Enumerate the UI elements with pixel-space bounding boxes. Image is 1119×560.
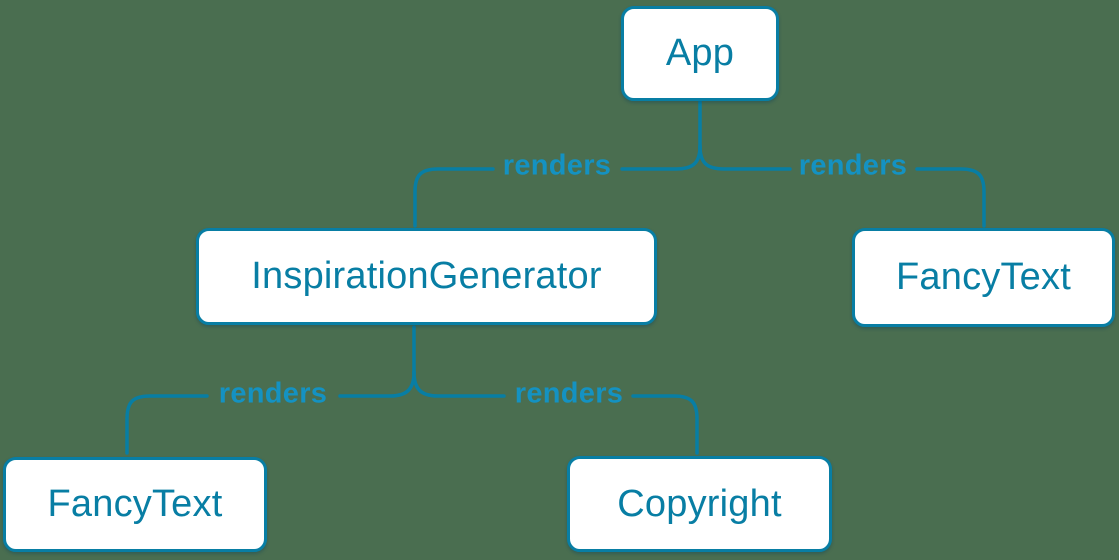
edge-label-app-fancytext: renders [798,149,908,182]
edge-inspiration-fancytext-a [338,370,416,398]
edge-app-inspiration-a [620,144,702,171]
node-inspiration-generator-label: InspirationGenerator [251,255,602,297]
edge-app-inspiration-b [413,167,495,228]
edge-label-app-inspiration: renders [502,149,612,182]
node-copyright-label: Copyright [617,482,782,525]
node-fancy-text-bottom-label: FancyText [47,483,223,525]
edge-label-inspiration-copyright: renders [514,377,624,410]
node-fancy-text-bottom: FancyText [3,457,267,552]
edge-app-fancytext-b [915,167,986,228]
edge-app-fancytext-a [698,144,792,171]
node-copyright: Copyright [567,456,832,552]
node-app-label: App [665,32,735,74]
edge-inspiration-copyright-a [412,370,506,398]
edge-inspiration-copyright-b [631,394,699,455]
node-inspiration-generator: InspirationGenerator [196,228,657,325]
node-app: App [621,6,779,101]
node-fancy-text-top: FancyText [852,228,1115,327]
node-fancy-text-top-label: FancyText [896,256,1071,298]
edge-label-inspiration-fancytext: renders [218,377,328,410]
edge-inspiration-fancytext-b [125,394,209,455]
